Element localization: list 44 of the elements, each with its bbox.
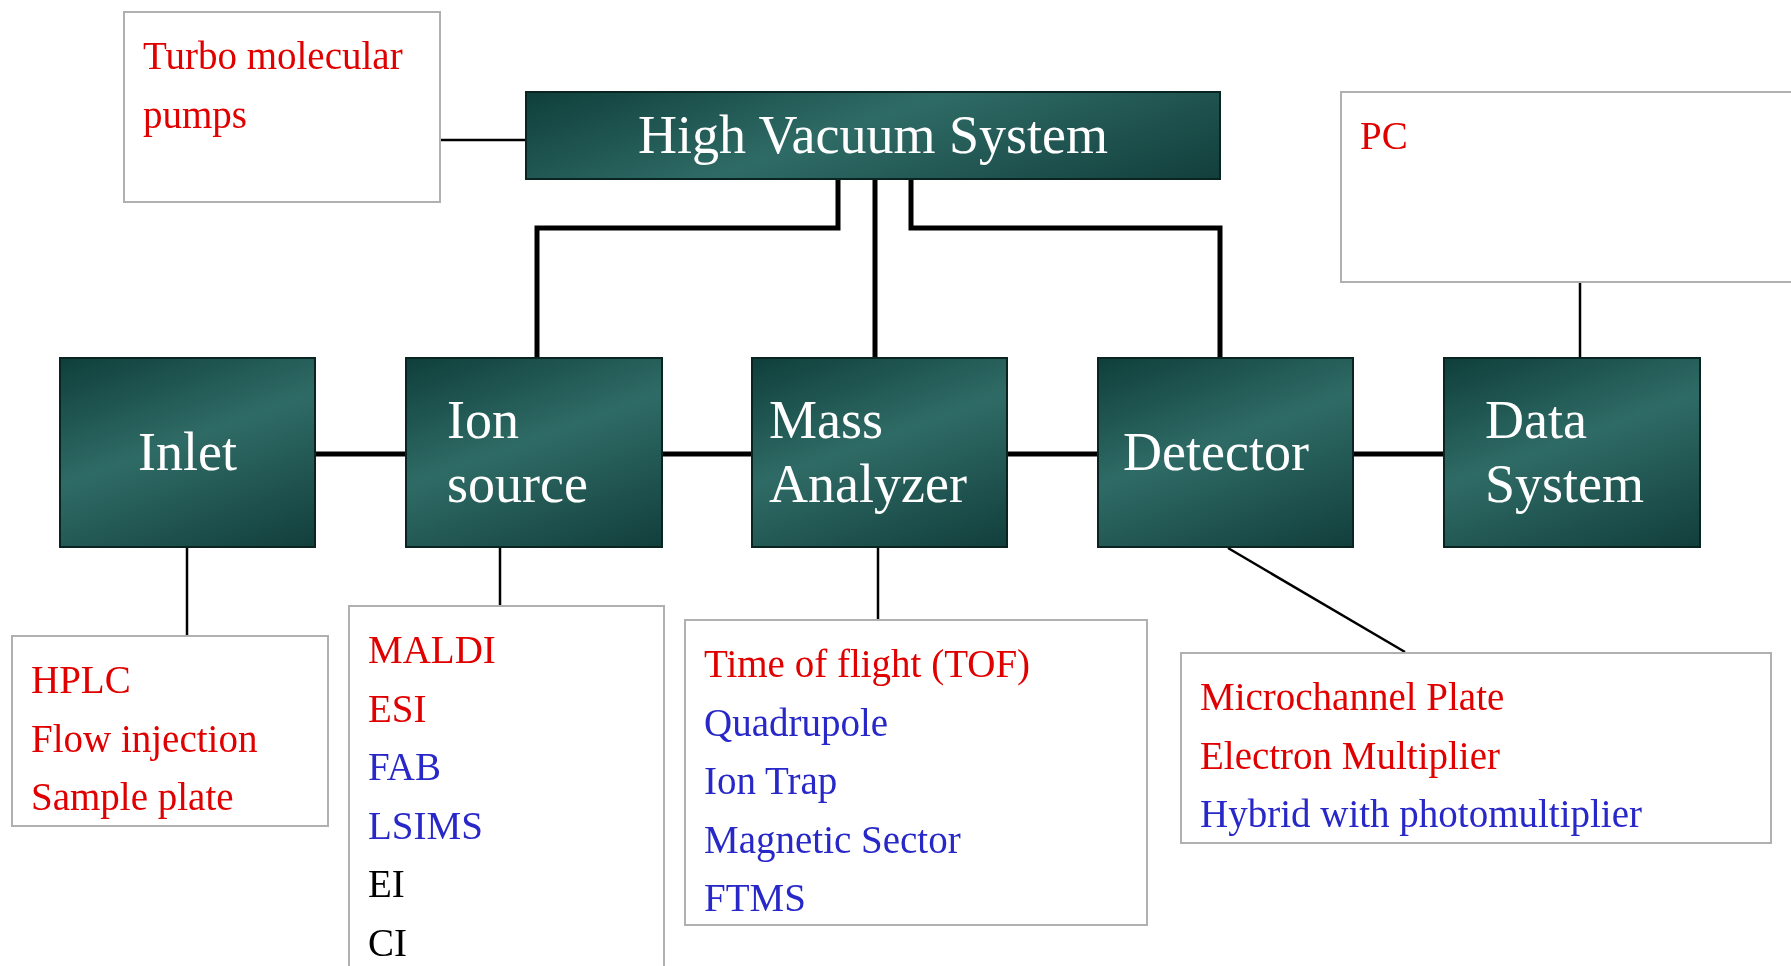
list-item: Turbo molecular pumps <box>143 33 404 139</box>
note-box <box>684 619 1148 926</box>
box-label: Data System <box>1485 388 1646 516</box>
note-box <box>11 635 329 827</box>
list-item: Magnetic Sector <box>704 816 962 864</box>
note-box <box>1180 652 1772 844</box>
process-box <box>525 91 1221 180</box>
connector-line <box>908 180 1223 357</box>
list-item: Time of flight (TOF) <box>704 641 1032 688</box>
process-box <box>405 357 663 548</box>
process-box <box>59 357 316 548</box>
box-label: Ion source <box>447 388 589 516</box>
list-item: ESI <box>368 685 428 732</box>
list-item: Electron Multiplier <box>1200 732 1501 780</box>
box-label: Mass Analyzer <box>769 388 968 516</box>
connector-line <box>534 180 841 357</box>
list-item: Microchannel Plate <box>1200 674 1506 720</box>
list-item: CI <box>368 919 408 966</box>
list-item: LSIMS <box>368 802 484 849</box>
list-item: EI <box>368 861 406 907</box>
leader-line <box>185 546 189 635</box>
note-box <box>123 11 441 203</box>
note-box <box>348 605 665 966</box>
list-item: PC <box>1360 113 1409 159</box>
list-item: Hybrid with photomultiplier <box>1200 791 1643 838</box>
list-item: FTMS <box>704 875 807 921</box>
box-label: Inlet <box>138 420 237 484</box>
list-item: Flow injection <box>31 715 259 763</box>
leader-line <box>1227 546 1406 654</box>
list-item: FAB <box>368 744 442 790</box>
process-box <box>1443 357 1701 548</box>
list-item: Sample plate <box>31 774 235 821</box>
box-label: High Vacuum System <box>638 103 1108 167</box>
process-box <box>1097 357 1354 548</box>
leader-line <box>498 546 502 605</box>
note-box <box>1340 91 1791 283</box>
list-item: Quadrupole <box>704 699 890 747</box>
list-item: Ion Trap <box>704 758 839 805</box>
box-label: Detector <box>1123 420 1310 484</box>
process-box <box>751 357 1008 548</box>
list-item: MALDI <box>368 627 497 673</box>
leader-line <box>1578 281 1582 357</box>
list-item: HPLC <box>31 657 132 703</box>
leader-line <box>876 546 880 619</box>
